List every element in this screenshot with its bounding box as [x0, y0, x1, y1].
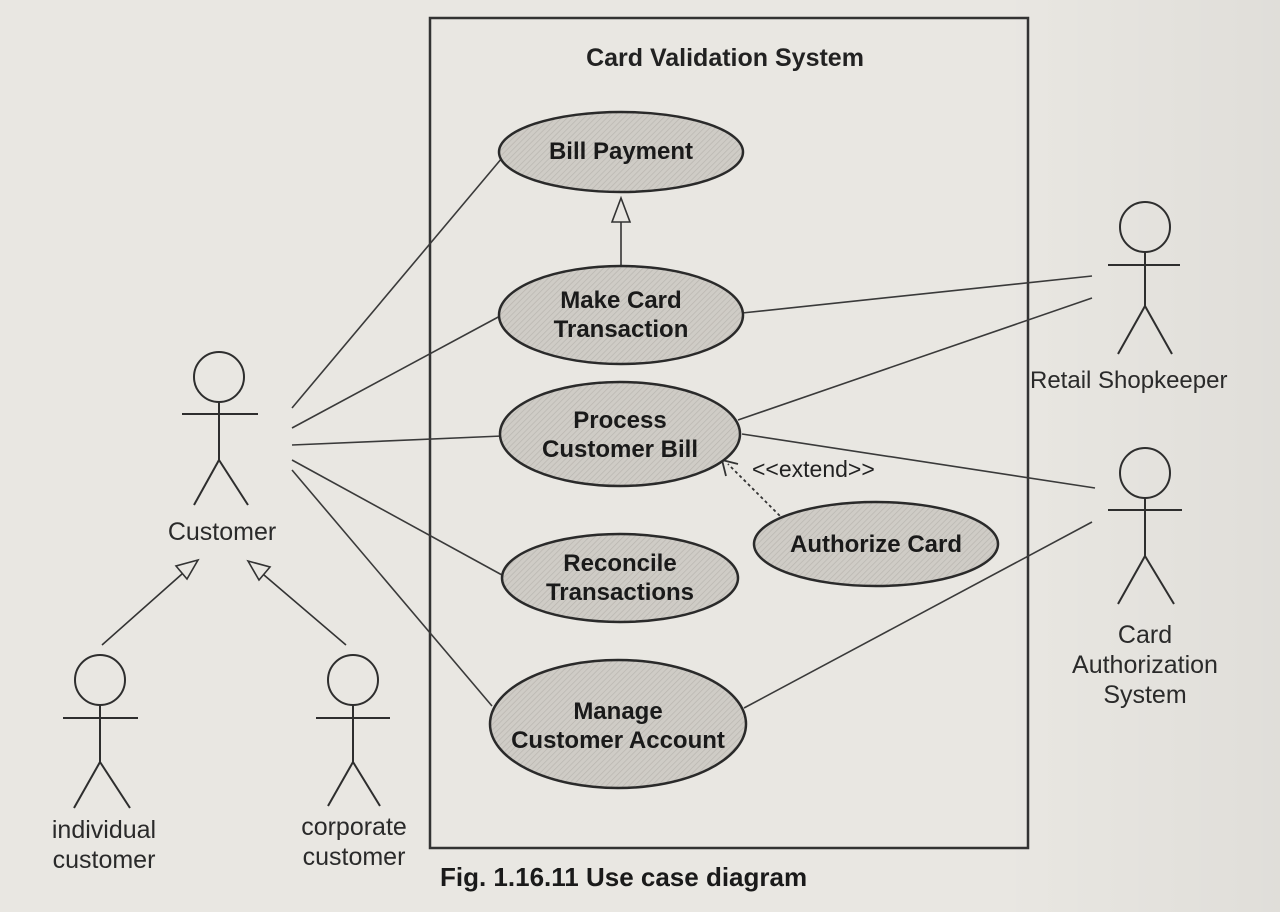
use-case-manage-customer-account-label: Manage Customer Account — [498, 697, 738, 755]
assoc-customer-reconcile-transactions — [291, 459, 503, 576]
figure-caption: Fig. 1.16.11 Use case diagram — [440, 862, 808, 892]
use-case-reconcile-transactions — [500, 532, 740, 624]
system-title: Card Validation System — [586, 44, 864, 72]
assoc-customer-make-card-transaction — [291, 314, 503, 429]
assoc-customer-manage-account — [291, 469, 493, 707]
assoc-make-card-transaction-retail-shopkeeper — [741, 275, 1093, 314]
extend-line — [727, 463, 785, 521]
actor-retail-shopkeeper-label: Retail Shopkeeper — [1030, 367, 1228, 394]
uc-process-line2: Customer Bill — [541, 436, 699, 463]
assoc-process-bill-retail-shopkeeper — [737, 297, 1093, 421]
cas-line2: Authorization — [1072, 651, 1218, 679]
actor-customer-label: Customer — [167, 518, 277, 546]
uc-bill-payment-line1: Bill Payment — [548, 138, 694, 165]
assoc-manage-account-card-authorization — [743, 521, 1093, 709]
uc-process-line1: Process — [573, 407, 667, 434]
use-case-process-customer-bill — [498, 380, 742, 488]
uc-make-card-line1: Make Card — [560, 287, 682, 314]
generalization-arrowhead — [610, 195, 632, 223]
gen-corporate-arrowhead — [246, 559, 272, 582]
use-case-make-card-transaction — [497, 264, 745, 366]
use-case-make-card-transaction-label: Make Card Transaction — [521, 286, 721, 344]
gen-corporate-line — [263, 574, 347, 646]
actor-card-authorization-system-figure — [1108, 447, 1182, 605]
actor-individual-customer-label: individual customer — [24, 815, 184, 875]
uc-manage-line1: Manage — [573, 698, 663, 725]
individual-line1: individual — [51, 816, 157, 844]
uc-make-card-line2: Transaction — [553, 316, 689, 343]
extend-label: <<extend>> — [752, 456, 875, 482]
corporate-line2: customer — [302, 843, 406, 871]
use-case-reconcile-transactions-label: Reconcile Transactions — [520, 549, 720, 607]
use-case-bill-payment-label: Bill Payment — [521, 137, 721, 166]
cas-line1: Card — [1117, 621, 1173, 649]
actor-corporate-customer-figure — [316, 654, 390, 807]
actor-corporate-customer-label: corporate customer — [274, 812, 434, 872]
gen-individual-arrowhead — [174, 558, 200, 581]
uc-manage-line2: Customer Account — [511, 727, 725, 754]
cas-line3: System — [1103, 681, 1187, 709]
assoc-customer-process-customer-bill — [291, 435, 503, 446]
actor-card-authorization-system-label: Card Authorization System — [1050, 620, 1240, 710]
use-case-process-customer-bill-label: Process Customer Bill — [520, 406, 720, 464]
assoc-customer-bill-payment — [291, 157, 503, 409]
use-case-manage-customer-account — [488, 658, 748, 790]
use-case-bill-payment — [497, 110, 745, 194]
system-boundary — [428, 16, 1030, 850]
use-case-authorize-card — [752, 500, 1000, 588]
uc-reconcile-line1: Reconcile — [563, 550, 677, 577]
corporate-line1: corporate — [301, 813, 407, 841]
uc-authorize-line1: Authorize Card — [789, 531, 962, 558]
gen-individual-line — [101, 573, 183, 646]
individual-line2: customer — [52, 846, 156, 874]
assoc-process-bill-card-authorization — [741, 433, 1096, 489]
extend-arrowhead — [720, 458, 739, 477]
actor-customer-figure — [182, 351, 258, 506]
actor-retail-shopkeeper-figure — [1108, 201, 1180, 355]
uc-reconcile-line2: Transactions — [545, 579, 695, 606]
use-case-authorize-card-label: Authorize Card — [766, 530, 986, 559]
actor-individual-customer-figure — [63, 654, 138, 809]
